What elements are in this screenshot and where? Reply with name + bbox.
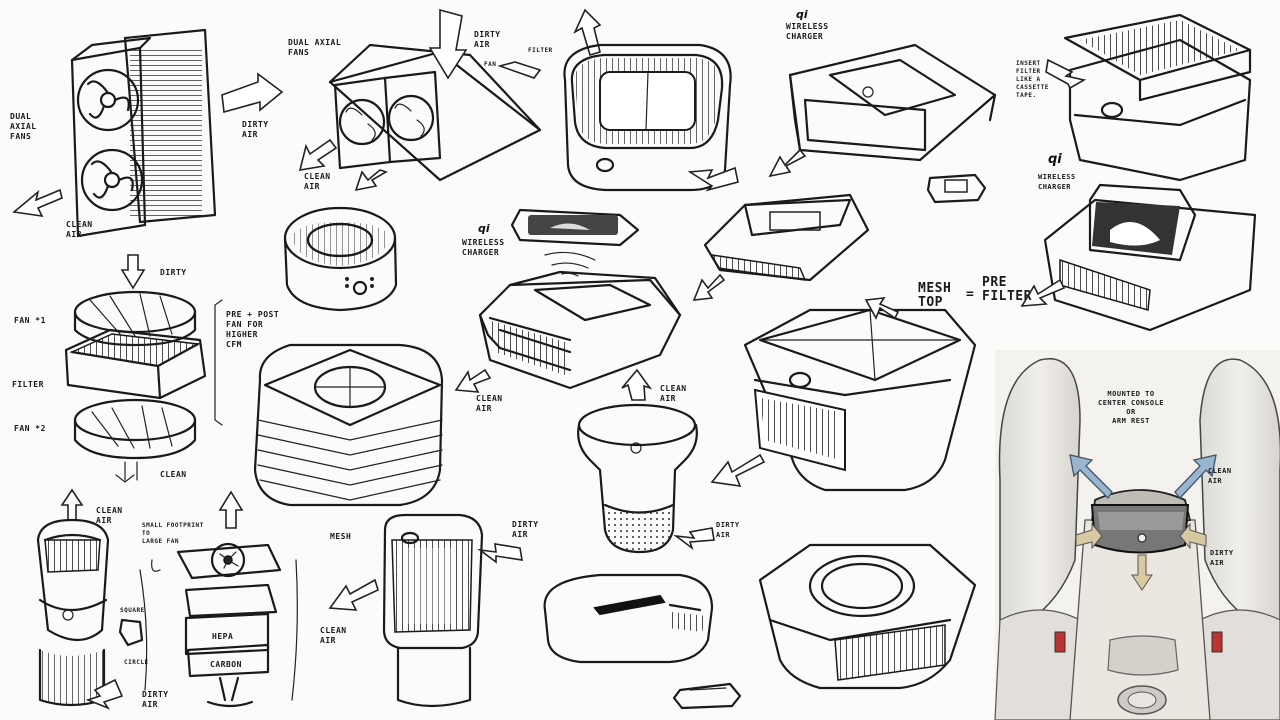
label-car-clean-air: CLEAN AIR	[1208, 467, 1232, 485]
sketch-tall-column-unit	[36, 488, 124, 710]
label-dirty: DIRTY	[160, 268, 187, 277]
sketch-round-puck-unit	[283, 206, 398, 312]
sketch-phone-charger-vent	[454, 208, 682, 393]
label-clean-air-2: CLEAN AIR	[304, 172, 331, 191]
label-dual-axial-fans-2: DUAL AXIAL FANS	[288, 38, 342, 57]
label-hepa: HEPA	[212, 632, 234, 641]
label-filter: FILTER	[12, 380, 44, 389]
sketch-stacked-fans	[64, 254, 223, 483]
sketch-large-flat-lid-unit	[710, 297, 977, 492]
label-square: SQUARE	[120, 607, 145, 614]
label-dirty-air-5: DIRTY AIR	[716, 521, 740, 539]
label-circle: CIRCLE	[124, 659, 149, 666]
label-mounted-console: MOUNTED TO CENTER CONSOLE OR ARM REST	[1098, 390, 1165, 425]
label-dirty-air-2: DIRTY AIR	[474, 30, 501, 49]
label-dirty-air: DIRTY AIR	[242, 120, 269, 139]
label-fan-1: FAN *1	[14, 316, 46, 325]
qi-logo-2: qi	[1048, 152, 1062, 167]
label-carbon: CARBON	[210, 660, 242, 669]
label-clean-air-4: CLEAN AIR	[660, 384, 687, 403]
qi-logo: qi	[796, 8, 808, 21]
label-wireless-charger-2: WIRELESS CHARGER	[1038, 173, 1076, 191]
sketch-cassette-filter-unit	[1045, 13, 1252, 182]
label-dirty-air-3: DIRTY AIR	[142, 690, 169, 709]
label-clean-air-5: CLEAN AIR	[96, 506, 123, 525]
label-insert-filter: INSERT FILTER LIKE A CASSETTE TAPE.	[1016, 60, 1049, 99]
sketch-flat-charger-unit	[768, 43, 997, 204]
label-clean-air: CLEAN AIR	[66, 220, 93, 239]
label-clean-air-3: CLEAN AIR	[476, 394, 503, 413]
label-wireless-charger-3: WIRELESS CHARGER	[462, 238, 505, 257]
label-dirty-air-4: DIRTY AIR	[512, 520, 539, 539]
label-fan-2: FAN *2	[14, 424, 46, 433]
sketch-square-vent-unit	[563, 8, 739, 192]
label-mesh: MESH	[330, 532, 352, 541]
sketch-angular-vent-unit	[692, 193, 870, 301]
label-pre-filter: PRE FILTER	[982, 275, 1032, 304]
label-filter-2: FILTER	[528, 47, 553, 54]
label-mesh-top: MESH TOP	[918, 281, 952, 310]
sketch-phone-dock-unit	[1020, 183, 1257, 332]
label-small-footprint: SMALL FOOTPRINT TO LARGE FAN	[142, 522, 204, 545]
label-equals: =	[966, 287, 975, 302]
label-clean: CLEAN	[160, 470, 187, 479]
sketch-dual-fan-tower	[12, 28, 284, 238]
label-clean-air-6: CLEAN AIR	[320, 626, 347, 645]
sketch-dual-fan-wedge	[298, 8, 542, 192]
sketch-layered-square-unit	[253, 343, 444, 507]
car-console-scene	[994, 350, 1280, 720]
sketch-pebble-unit	[543, 573, 742, 710]
label-wireless-charger-1: WIRELESS CHARGER	[786, 22, 829, 41]
sketch-mesh-tower-unit	[328, 513, 523, 708]
sketch-exploded-fan-stack	[118, 490, 298, 708]
qi-logo-3: qi	[478, 222, 490, 235]
label-pre-post-fan: PRE + POST FAN FOR HIGHER CFM	[226, 310, 280, 349]
sketch-cup-purifier	[577, 368, 715, 554]
sketch-round-top-base	[758, 543, 977, 690]
label-fan-2: FAN	[484, 61, 497, 68]
label-dual-axial-fans: DUAL AXIAL FANS	[10, 112, 37, 141]
label-car-dirty-air: DIRTY AIR	[1210, 549, 1234, 567]
